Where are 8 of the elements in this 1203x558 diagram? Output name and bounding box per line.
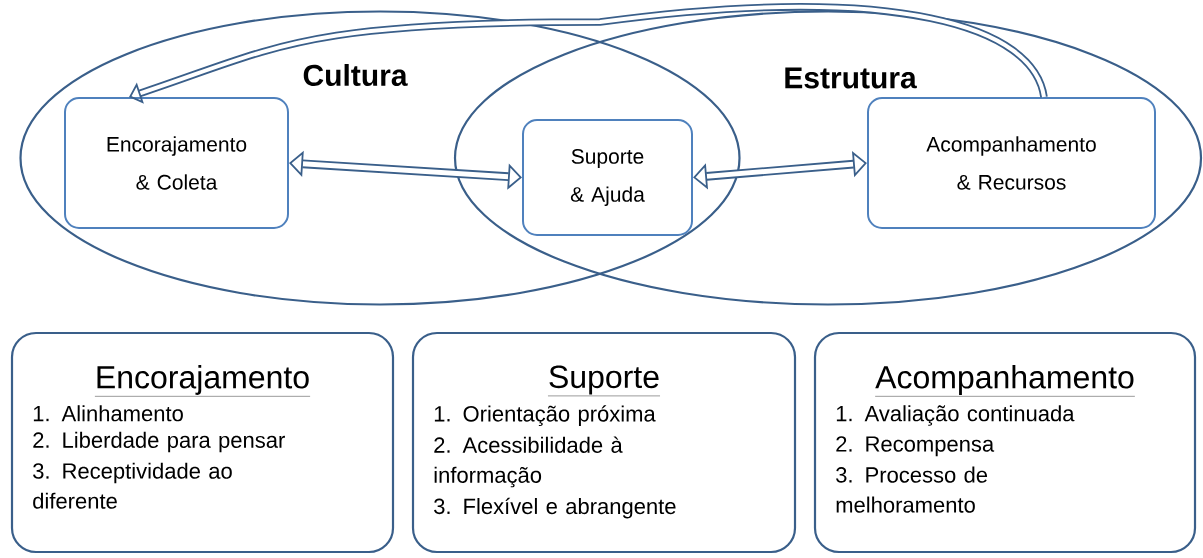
rounded-box: Acompanhamento 1. Avaliação continuada 2. Recompensa 3. Processo de melhoramento (813, 331, 1197, 554)
rounded-box: Suporte 1. Orientação próxima 2. Acessibilidade à informação 3. Flexível e abrangente (411, 331, 797, 554)
rounded-box: Encorajamento 1. Alinhamento 2. Liberdade para pensar 3. Receptividade ao diferente (10, 331, 395, 554)
arrow (129, 3, 1048, 104)
rounded-box: Encorajamento & Coleta (64, 97, 289, 229)
arrow (693, 151, 867, 190)
rounded-box: Suporte & Ajuda (522, 119, 693, 236)
rounded-box: Acompanhamento & Recursos (867, 97, 1156, 229)
